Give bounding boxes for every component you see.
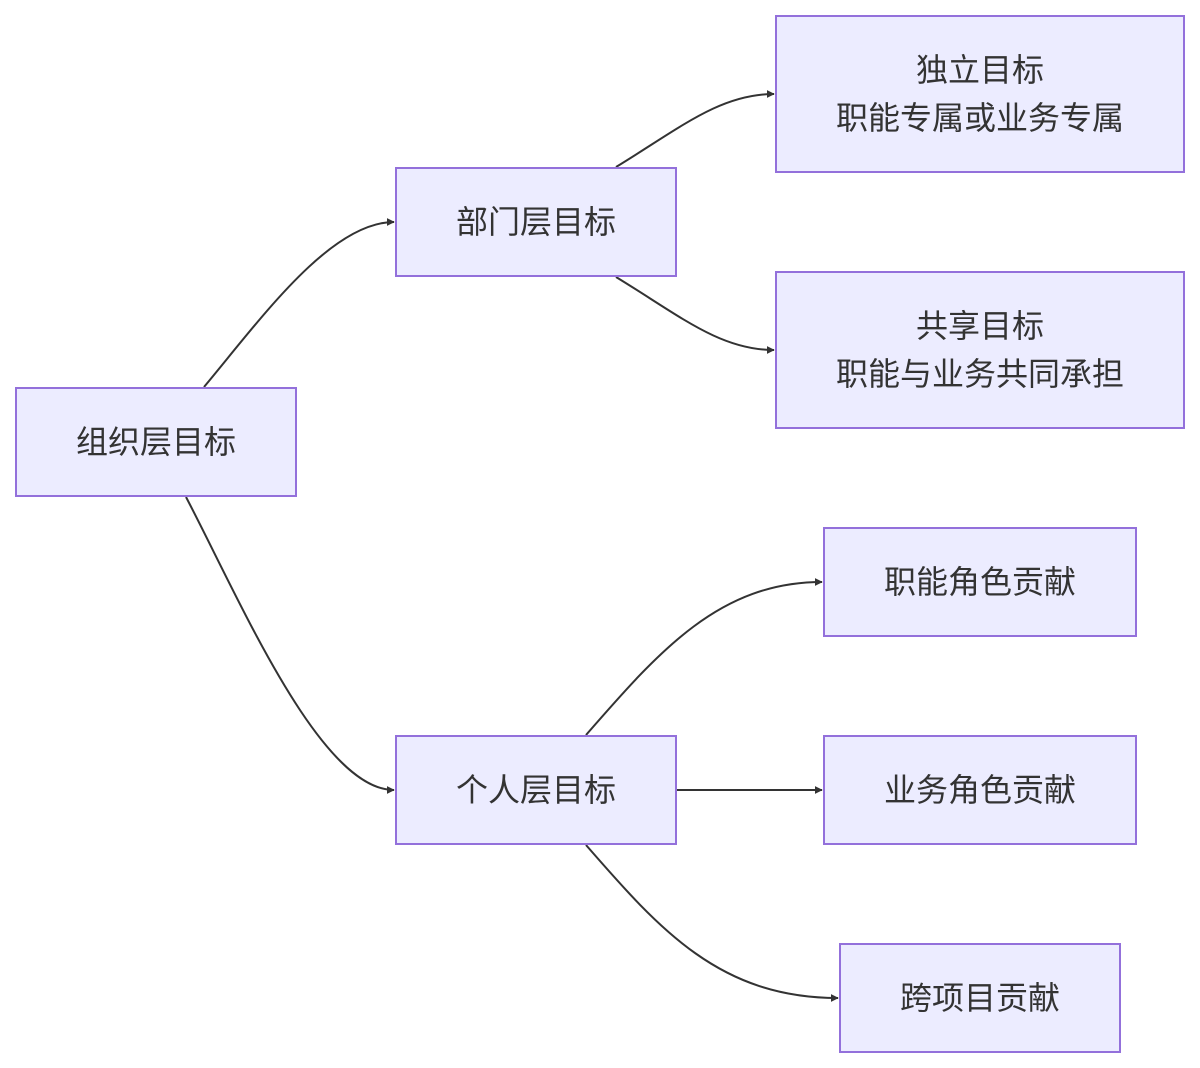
- node-shared-goal-desc: 职能与业务共同承担: [835, 355, 1124, 393]
- edge-indiv-to-cross: [585, 844, 839, 1002]
- node-business-role-contribution[interactable]: 业务角色贡献: [823, 735, 1137, 845]
- edge-org-to-dept: [203, 218, 395, 388]
- edge-org-to-indiv: [185, 496, 395, 794]
- node-org-goal[interactable]: 组织层目标: [15, 387, 297, 497]
- node-individual-goal[interactable]: 个人层目标: [395, 735, 677, 845]
- node-cross-project-contribution-label: 跨项目贡献: [899, 979, 1060, 1017]
- node-shared-goal[interactable]: 共享目标 职能与业务共同承担: [775, 271, 1185, 429]
- node-org-goal-label: 组织层目标: [75, 423, 236, 461]
- node-individual-goal-label: 个人层目标: [455, 771, 616, 809]
- node-functional-role-contribution-label: 职能角色贡献: [883, 563, 1076, 601]
- edge-dept-to-shared: [615, 276, 775, 354]
- node-independent-goal-desc: 职能专属或业务专属: [835, 99, 1124, 137]
- node-independent-goal-title: 独立目标: [915, 51, 1044, 89]
- edge-indiv-to-func-role: [585, 578, 823, 736]
- node-independent-goal[interactable]: 独立目标 职能专属或业务专属: [775, 15, 1185, 173]
- node-shared-goal-title: 共享目标: [915, 307, 1044, 345]
- edge-dept-to-indep: [615, 90, 775, 168]
- node-functional-role-contribution[interactable]: 职能角色贡献: [823, 527, 1137, 637]
- node-dept-goal[interactable]: 部门层目标: [395, 167, 677, 277]
- node-dept-goal-label: 部门层目标: [455, 203, 616, 241]
- node-business-role-contribution-label: 业务角色贡献: [883, 771, 1076, 809]
- node-cross-project-contribution[interactable]: 跨项目贡献: [839, 943, 1121, 1053]
